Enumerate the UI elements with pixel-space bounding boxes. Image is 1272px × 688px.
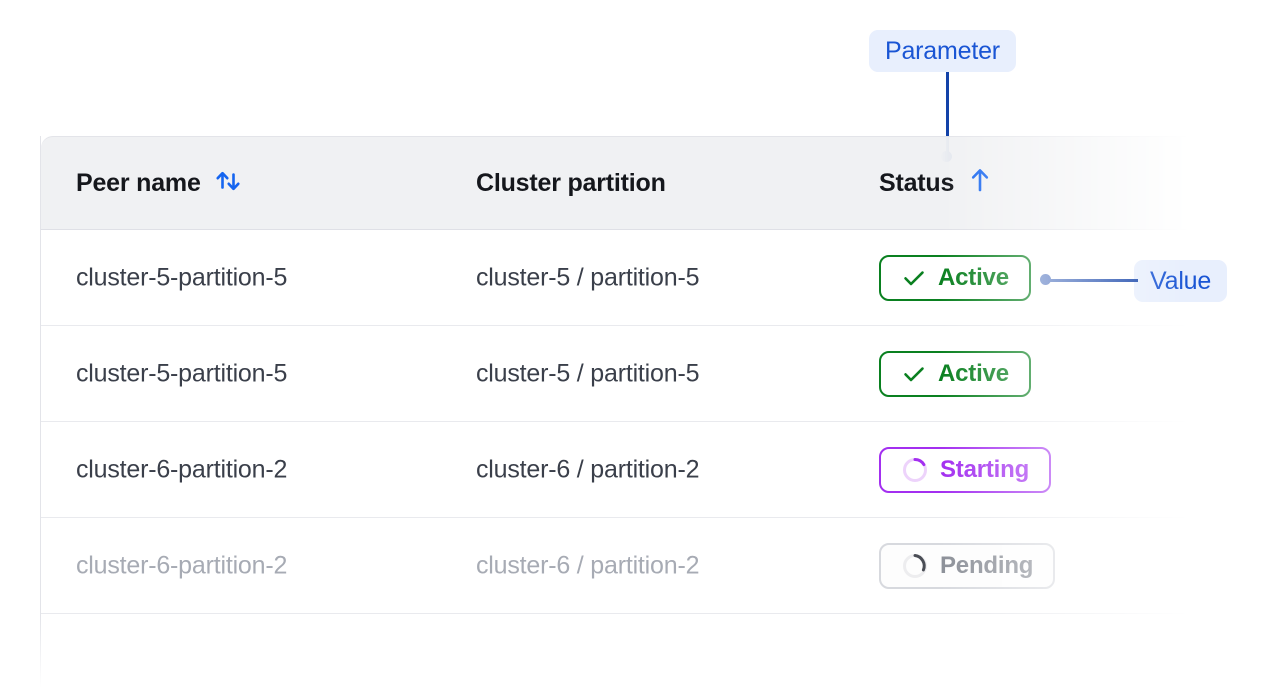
- column-header-label: Peer name: [76, 168, 201, 197]
- column-header-cluster-partition[interactable]: Cluster partition: [476, 169, 666, 198]
- cell-cluster-partition: cluster-5 / partition-5: [476, 263, 700, 291]
- column-header-peer-name[interactable]: Peer name: [76, 165, 243, 202]
- cell-cluster-partition: cluster-6 / partition-2: [476, 551, 700, 579]
- table-row[interactable]: cluster-5-partition-5 cluster-5 / partit…: [41, 230, 1190, 326]
- status-label: Active: [938, 263, 1009, 291]
- sort-asc-icon[interactable]: [966, 165, 994, 202]
- cell-status: Active: [879, 254, 1031, 301]
- table-row[interactable]: cluster-6-partition-2 cluster-6 / partit…: [41, 518, 1190, 614]
- status-badge-active: Active: [879, 254, 1031, 301]
- cell-peer-name: cluster-5-partition-5: [76, 263, 288, 291]
- cell-status: Starting: [879, 446, 1052, 493]
- spinner-icon: [903, 457, 927, 482]
- status-label: Active: [938, 359, 1009, 387]
- table-row[interactable]: cluster-6-partition-2 cluster-6 / partit…: [41, 422, 1190, 518]
- status-badge-starting: Starting: [879, 446, 1052, 493]
- column-header-label: Status: [879, 168, 955, 197]
- sort-both-icon[interactable]: [213, 165, 243, 202]
- cell-status: Active: [879, 350, 1031, 397]
- table-row[interactable]: [41, 614, 1190, 688]
- spinner-icon: [903, 553, 927, 578]
- status-label: Pending: [940, 551, 1034, 579]
- column-header-label: Cluster partition: [476, 168, 666, 197]
- annotation-badge-parameter: Parameter: [869, 30, 1016, 72]
- cell-peer-name: cluster-6-partition-2: [76, 551, 288, 579]
- peers-table: Peer name Cluster partition Status: [40, 136, 1190, 688]
- peers-table-container: Peer name Cluster partition Status: [40, 136, 1190, 688]
- cell-cluster-partition: cluster-6 / partition-2: [476, 455, 700, 483]
- table-header-row: Peer name Cluster partition Status: [41, 136, 1190, 230]
- cell-status: Pending: [879, 542, 1056, 589]
- cell-peer-name: cluster-6-partition-2: [76, 455, 288, 483]
- check-icon: [904, 366, 924, 381]
- status-badge-pending: Pending: [879, 542, 1056, 589]
- annotation-connector-parameter: [946, 72, 949, 157]
- check-icon: [904, 270, 924, 285]
- status-label: Starting: [940, 455, 1030, 483]
- table-row[interactable]: cluster-5-partition-5 cluster-5 / partit…: [41, 326, 1190, 422]
- status-badge-active: Active: [879, 350, 1031, 397]
- cell-cluster-partition: cluster-5 / partition-5: [476, 359, 700, 387]
- column-header-status[interactable]: Status: [879, 165, 994, 202]
- cell-peer-name: cluster-5-partition-5: [76, 359, 288, 387]
